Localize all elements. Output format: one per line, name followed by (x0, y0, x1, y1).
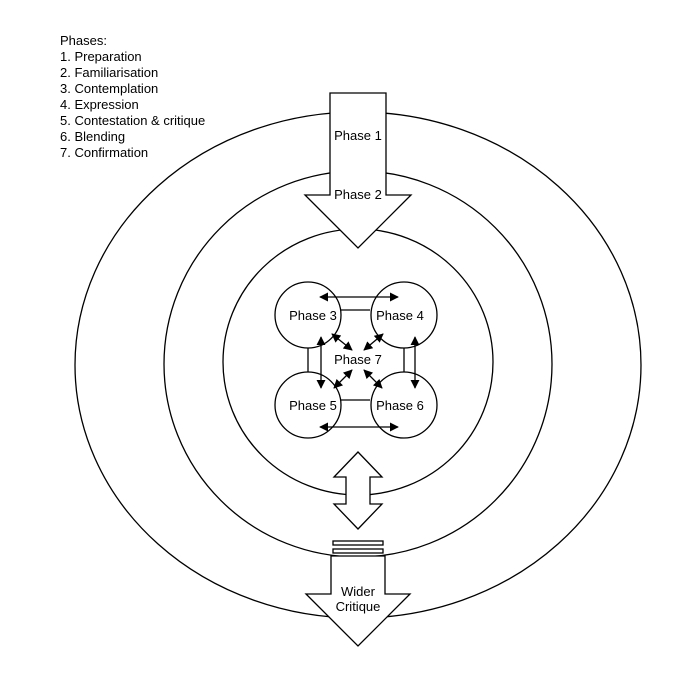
legend-title: Phases: (60, 33, 107, 48)
legend-item-3: 3. Contemplation (60, 81, 158, 96)
inner-exchange-arrow (332, 451, 384, 530)
arrow-6-7 (363, 369, 383, 389)
legend-item-5: 5. Contestation & critique (60, 113, 205, 128)
phase-4-label: Phase 4 (376, 308, 424, 323)
phases-legend: Phases: 1. Preparation 2. Familiarisatio… (60, 33, 205, 160)
top-down-arrow (303, 92, 413, 249)
arrow-3-7 (331, 333, 353, 351)
phase-6-label: Phase 6 (376, 398, 424, 413)
arrow-4-7 (363, 333, 384, 351)
phase-6-circle (370, 371, 438, 439)
legend-item-2: 2. Familiarisation (60, 65, 158, 80)
barrier-bar-bottom (332, 548, 384, 554)
legend-item-1: 1. Preparation (60, 49, 142, 64)
wider-label: Wider (341, 584, 376, 599)
legend-item-4: 4. Expression (60, 97, 139, 112)
arrow-5-7 (333, 369, 353, 389)
critique-label: Critique (336, 599, 381, 614)
legend-item-6: 6. Blending (60, 129, 125, 144)
phase-cluster: Phase 3 Phase 4 Phase 5 Phase 6 Phase 7 (274, 281, 438, 439)
phase-5-label: Phase 5 (289, 398, 337, 413)
phase-3-label: Phase 3 (289, 308, 337, 323)
legend-item-7: 7. Confirmation (60, 145, 148, 160)
phase-1-label: Phase 1 (334, 128, 382, 143)
wider-critique-arrow (304, 555, 412, 647)
phase-7-label: Phase 7 (334, 352, 382, 367)
barrier-bar-top (332, 540, 384, 546)
phase-2-label: Phase 2 (334, 187, 382, 202)
